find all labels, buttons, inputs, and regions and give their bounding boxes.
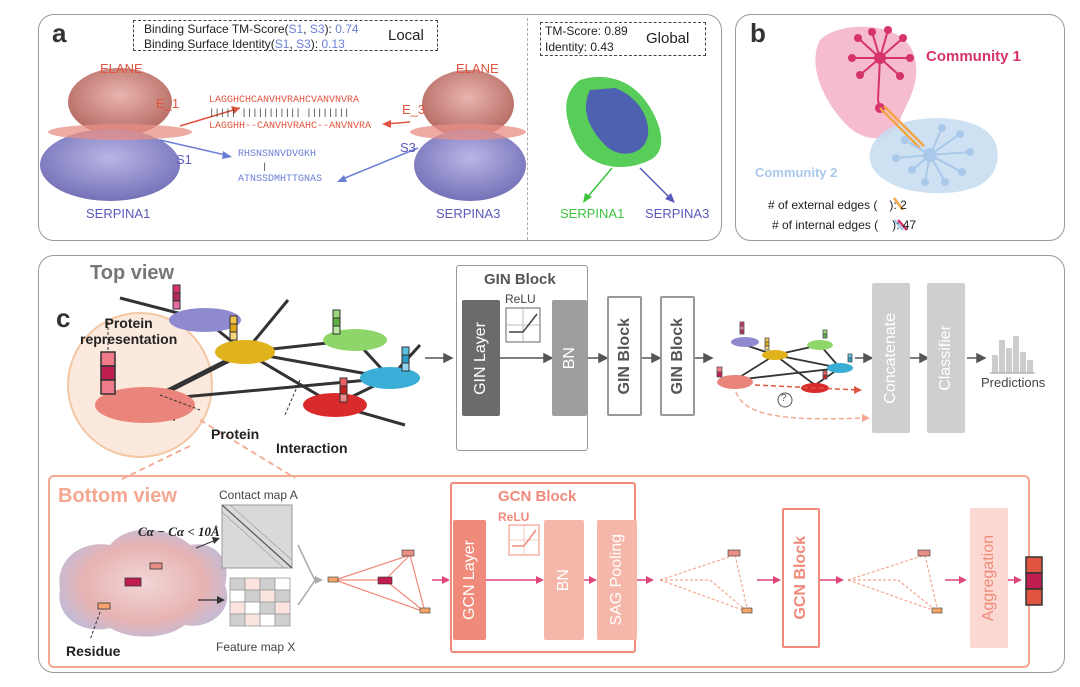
local-tm-score-line: Binding Surface TM-Score(S1, S3): 0.74 [144, 22, 359, 36]
feature-map-label: Feature map X [216, 640, 296, 654]
gin-block-3: GIN Block [660, 296, 695, 416]
global-serpina3-label: SERPINA3 [645, 206, 710, 221]
gcn-layer-box: GCN Layer [453, 520, 486, 640]
gcn-bn-box: BN [544, 520, 584, 640]
node-cyan [360, 367, 420, 389]
protein-representation-label: Protein representation [80, 315, 178, 347]
community1-region [815, 26, 917, 139]
gin-block-container [456, 265, 588, 451]
community2-label: Community 2 [755, 165, 838, 180]
node-red [303, 393, 367, 417]
binding-plane-right [410, 124, 526, 140]
panel-b-label: b [750, 18, 766, 48]
panel-a-label: a [52, 18, 67, 48]
global-box [540, 22, 706, 56]
serpina3-label: SERPINA3 [436, 206, 501, 221]
external-edge-icon [893, 197, 904, 211]
gcn-block-title: GCN Block [498, 488, 577, 505]
community1-label: Community 1 [926, 48, 1022, 65]
gin-block-2: GIN Block [607, 296, 642, 416]
global-serpina1-label: SERPINA1 [560, 206, 625, 221]
gcn-block-2: GCN Block [782, 508, 820, 648]
surface-label-s1: S1 [176, 152, 192, 167]
seq-alignment-red: ||||| ||||||||||| |||||||| [209, 108, 350, 118]
protein-highlight-circle [67, 312, 213, 458]
elane-left-label: ELANE [100, 61, 143, 76]
panel-c-label: c [56, 303, 71, 333]
contact-map-label: Contact map A [219, 488, 298, 502]
classifier-box: Classifier [927, 283, 965, 433]
node-yellow [215, 340, 275, 364]
serpina3-structure [414, 129, 526, 201]
seq-alignment-blue: | [262, 162, 268, 172]
external-edges-text: # of external edges (): 2 [768, 198, 907, 212]
aggregation-box: Aggregation [970, 508, 1008, 648]
internal-edges-text: # of internal edges (): 47 [772, 218, 917, 232]
seq-serpina3: ATNSSDMHTTGNAS [238, 174, 323, 185]
binding-plane-left [48, 124, 192, 140]
elane-left-structure [68, 68, 172, 136]
question-mark: ? [781, 393, 787, 404]
edge-label-e3: E_3 [402, 102, 426, 117]
residue-label: Residue [66, 643, 121, 659]
gcn-relu-label: ReLU [498, 510, 530, 524]
gin-relu-label: ReLU [505, 292, 536, 306]
gcn-relu-icon [508, 524, 540, 556]
gin-layer-box: GIN Layer [462, 300, 500, 416]
concatenate-box: Concatenate [872, 283, 910, 433]
top-view-title: Top view [90, 262, 175, 284]
interaction-label: Interaction [276, 440, 348, 456]
global-title: Global [646, 30, 690, 47]
gin-block-title: GIN Block [484, 271, 556, 288]
elane-right-structure [422, 70, 514, 138]
relu-icon [505, 307, 541, 343]
seq-elane-2: LAGGHH--CANVHVRAHC--ANVNVRA [209, 121, 372, 132]
protein-label: Protein [211, 426, 260, 442]
local-identity-line: Binding Surface Identity(S1, S3): 0.13 [144, 37, 345, 51]
serpina1-label: SERPINA1 [86, 206, 151, 221]
internal-edge-icon [893, 219, 904, 231]
seq-elane-1: LAGGHCHCANVHVRAHCVANVNVRA [209, 95, 360, 106]
gin-bn-box: BN [552, 300, 587, 416]
protein-surface [59, 529, 228, 637]
node-salmon [95, 387, 195, 423]
node-purple [169, 308, 241, 332]
surface-label-s3: S3 [400, 140, 416, 155]
predictions-label: Predictions [981, 375, 1046, 390]
edge-label-e1: E_1 [156, 96, 180, 111]
global-tm-score: TM-Score: 0.89 [545, 24, 628, 38]
local-title: Local [388, 27, 424, 44]
seq-serpina1: RHSNSNNVDVGKH [238, 149, 317, 160]
serpina1-structure [40, 129, 180, 201]
sag-pooling-box: SAG Pooling [597, 520, 637, 640]
global-identity: Identity: 0.43 [545, 40, 614, 54]
panel-a-divider [527, 18, 528, 240]
formula-label: Cα − Cα < 10Å [138, 524, 220, 539]
elane-right-label: ELANE [456, 61, 499, 76]
bottom-view-title: Bottom view [58, 485, 177, 507]
local-box [133, 20, 438, 51]
